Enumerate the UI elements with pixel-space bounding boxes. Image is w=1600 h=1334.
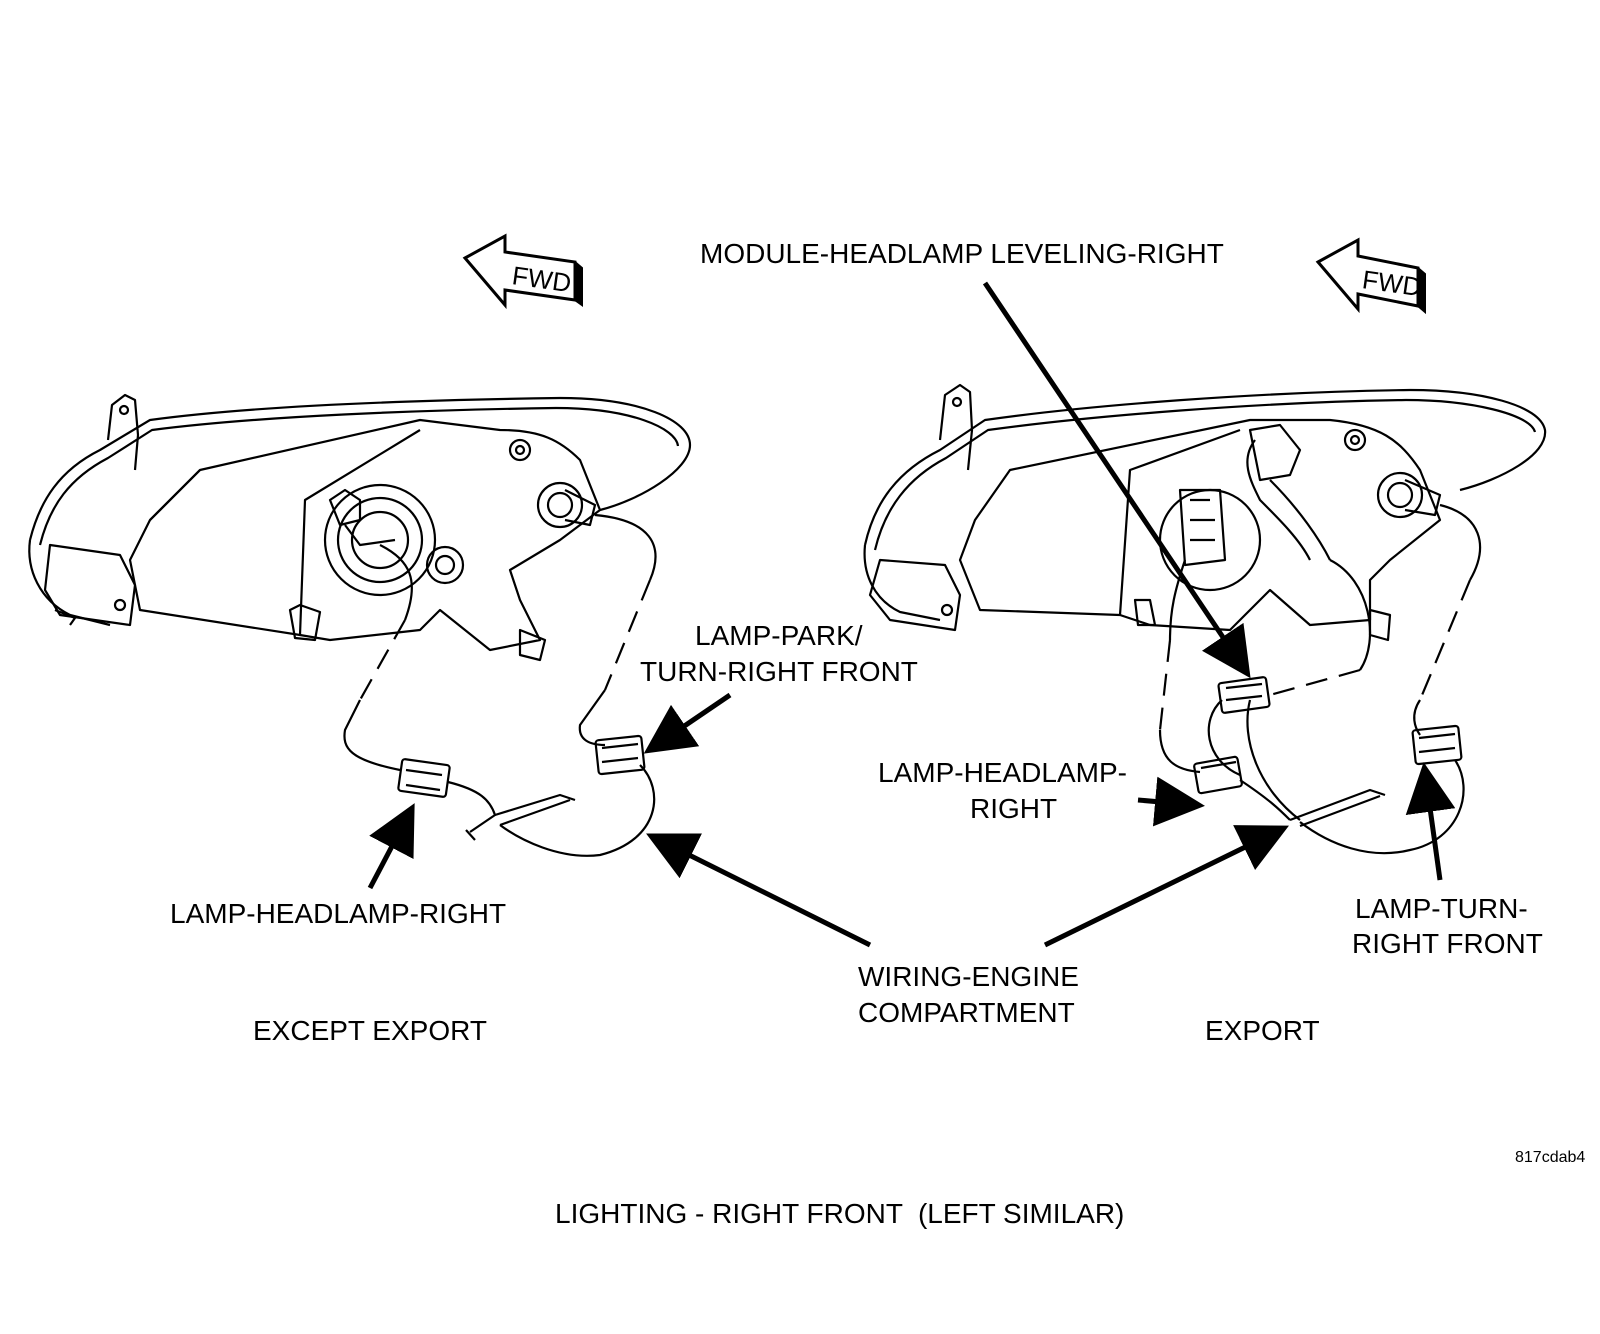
leader-arrows [367, 281, 1456, 948]
fwd-arrow-left: FWD [462, 233, 583, 310]
headlamp-assembly-except-export [28, 393, 692, 857]
arrow-turn-front [1405, 762, 1456, 881]
arrow-park-turn [643, 692, 732, 754]
fwd-arrow-right: FWD [1315, 237, 1426, 315]
label-headlamp-left: LAMP-HEADLAMP-RIGHT [170, 898, 506, 929]
label-headlamp-right-2: RIGHT [970, 793, 1057, 824]
arrow-wiring-right [1043, 825, 1289, 948]
arrow-wiring-left [646, 833, 872, 948]
label-turn-2: RIGHT FRONT [1352, 928, 1543, 959]
label-except-export: EXCEPT EXPORT [253, 1015, 487, 1046]
label-park-turn-2: TURN-RIGHT FRONT [640, 656, 918, 687]
caption: LIGHTING - RIGHT FRONT (LEFT SIMILAR) [555, 1198, 1124, 1229]
arrow-headlamp-left [367, 803, 415, 890]
figure-id: 817cdab4 [1515, 1149, 1585, 1166]
label-wiring-2: COMPARTMENT [858, 997, 1075, 1028]
label-park-turn-1: LAMP-PARK/ [695, 620, 863, 651]
label-wiring-1: WIRING-ENGINE [858, 961, 1079, 992]
label-module-leveling: MODULE-HEADLAMP LEVELING-RIGHT [700, 238, 1224, 269]
label-turn-1: LAMP-TURN- [1355, 893, 1528, 924]
arrow-module-leveling [982, 281, 1251, 679]
label-export: EXPORT [1205, 1015, 1320, 1046]
label-headlamp-right-1: LAMP-HEADLAMP- [878, 757, 1127, 788]
arrow-headlamp-right [1137, 776, 1205, 827]
